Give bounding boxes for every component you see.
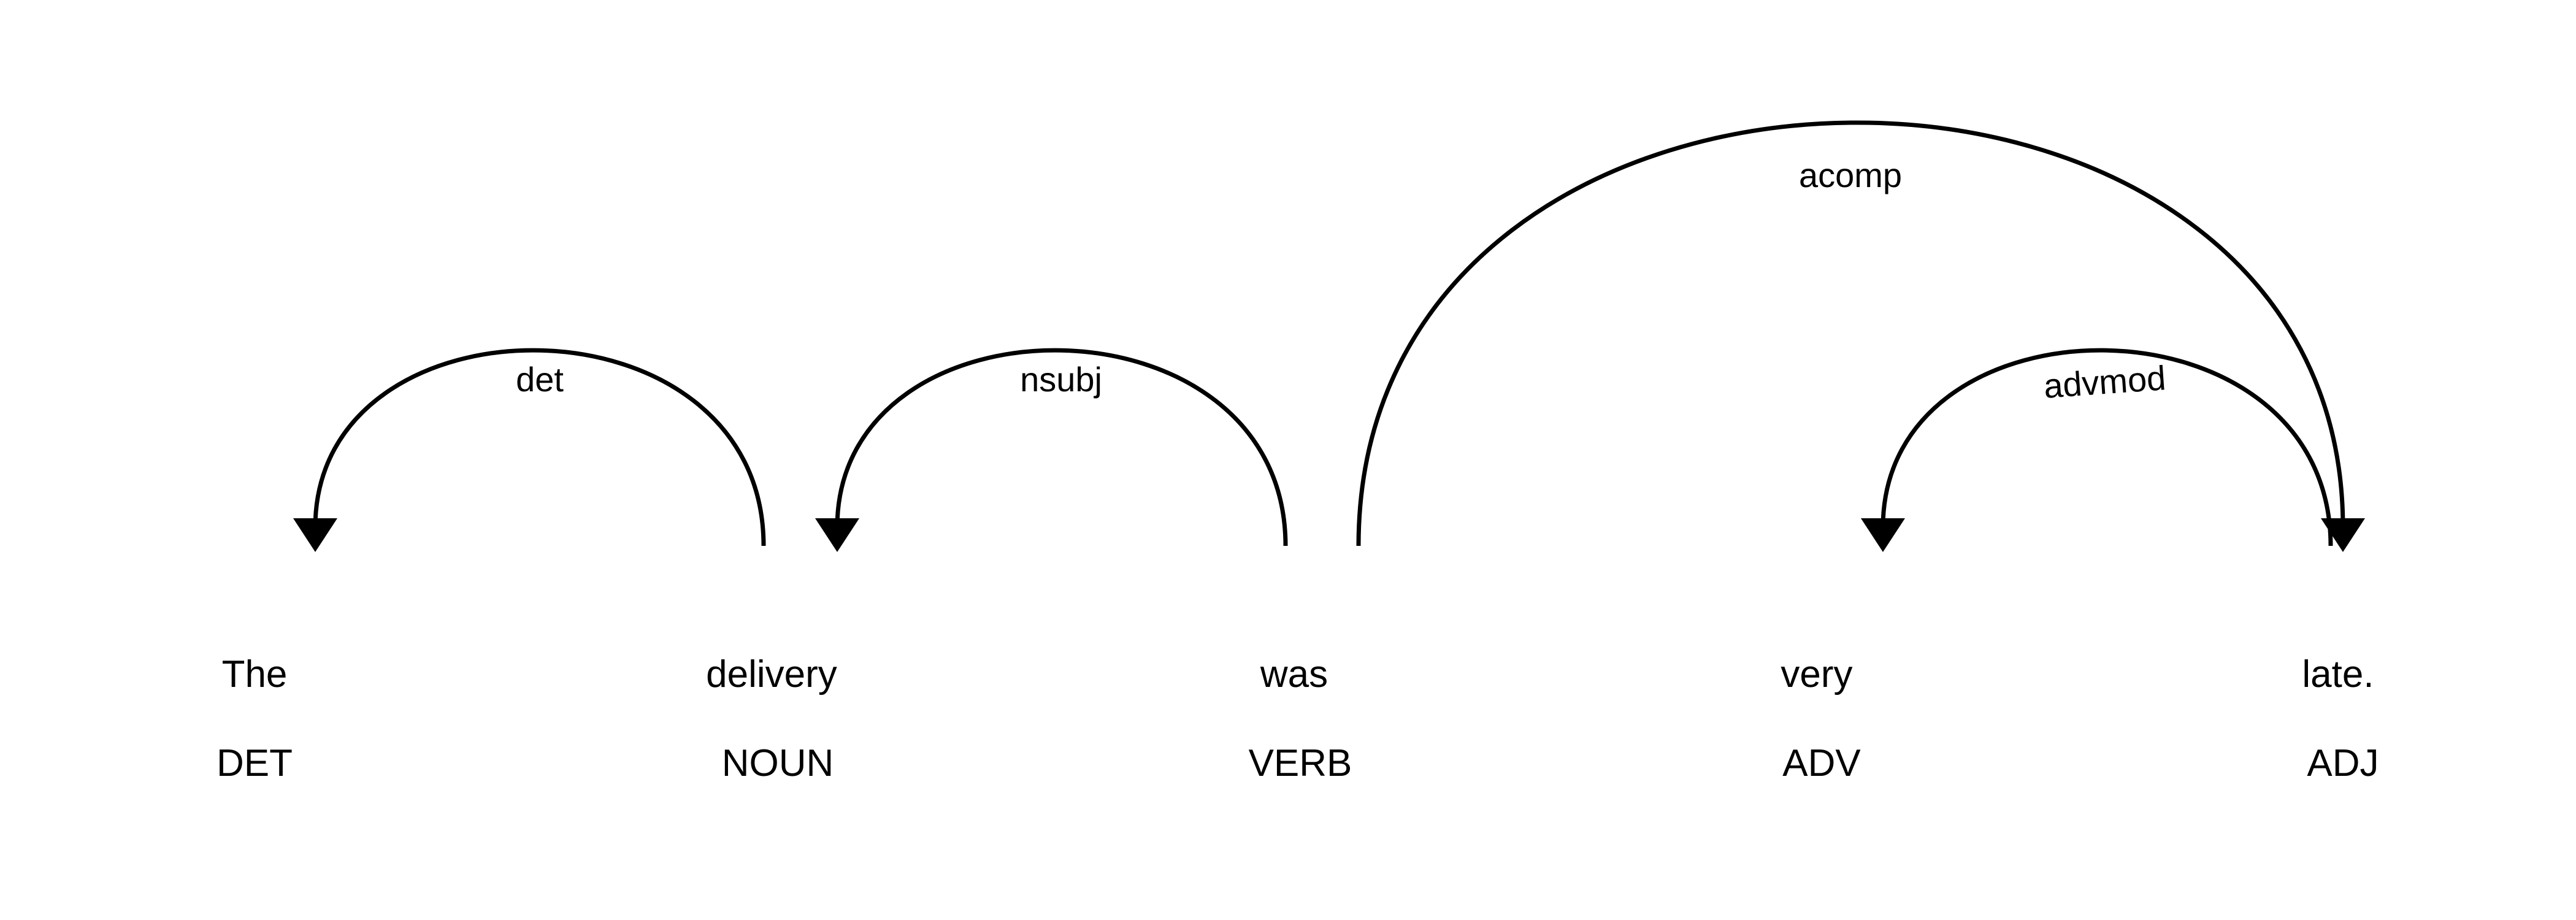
token-pos-tag: VERB: [1249, 742, 1352, 784]
arc-det: det: [293, 348, 766, 552]
arc-nsubj-label: nsubj: [1020, 360, 1102, 399]
arc-nsubj-curve: [835, 348, 1288, 546]
token-word: late.: [2302, 653, 2374, 696]
token-word: delivery: [706, 653, 837, 696]
token-word: was: [1260, 653, 1328, 696]
token-pos-tag: ADJ: [2307, 742, 2379, 784]
arc-det-label: det: [516, 360, 564, 399]
arc-nsubj: nsubj: [815, 348, 1288, 552]
token-pos-tag: NOUN: [722, 742, 834, 784]
arc-advmod: advmod: [1861, 348, 2333, 552]
token-pos-tag: DET: [217, 742, 293, 784]
arc-acomp-label: acomp: [1799, 156, 1902, 194]
token-word: The: [222, 653, 288, 696]
arc-acomp: acomp: [1356, 120, 2365, 552]
arc-nsubj-arrowhead: [815, 518, 859, 552]
arc-det-curve: [313, 348, 766, 546]
arc-advmod-curve: [1880, 348, 2333, 546]
token-word: very: [1781, 653, 1852, 696]
arc-acomp-curve: [1356, 120, 2345, 546]
arc-det-arrowhead: [293, 518, 337, 552]
token-pos-tag: ADV: [1782, 742, 1861, 784]
arc-advmod-arrowhead: [1861, 518, 1905, 552]
arc-advmod-label: advmod: [2042, 358, 2167, 405]
